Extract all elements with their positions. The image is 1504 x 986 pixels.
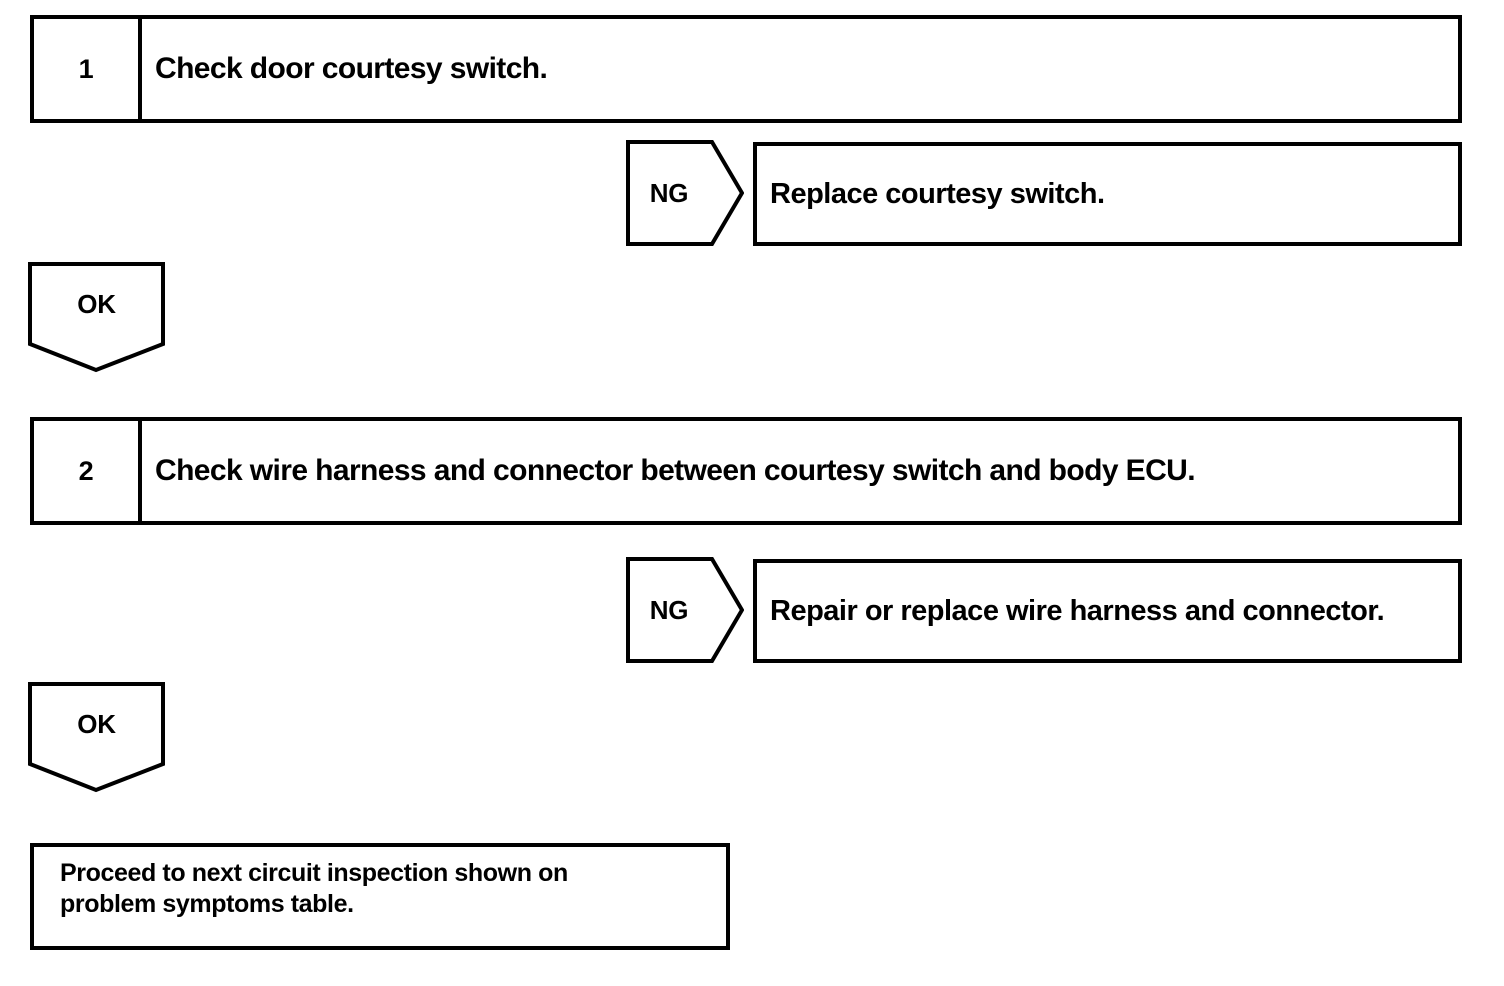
step-1-ng-label: NG [649, 177, 689, 208]
final-instruction-line-1: Proceed to next circuit inspection shown… [60, 859, 568, 887]
step-1-box: 1 Check door courtesy switch. [30, 15, 1462, 123]
ok-pentagon-icon [28, 262, 165, 373]
step-2-box: 2 Check wire harness and connector betwe… [30, 417, 1462, 525]
ng-pentagon-icon [626, 140, 744, 246]
step-1-ok-arrow: OK [28, 262, 165, 373]
step-2-ng-arrow: NG [626, 557, 744, 663]
final-instruction-line-2: problem symptoms table. [60, 890, 354, 918]
ng-pentagon-icon [626, 557, 744, 663]
step-2-number: 2 [34, 421, 142, 521]
step-1-ok-label: OK [77, 288, 116, 319]
step-1-number: 1 [34, 19, 142, 119]
step-2-ng-action-box: Repair or replace wire harness and conne… [753, 559, 1462, 663]
step-2-instruction: Check wire harness and connector between… [155, 454, 1196, 487]
step-2-ok-label: OK [77, 708, 116, 739]
step-2-ng-label: NG [649, 594, 689, 625]
step-1-ng-action-box: Replace courtesy switch. [753, 142, 1462, 246]
step-2-ok-arrow: OK [28, 682, 165, 793]
ok-pentagon-icon [28, 682, 165, 793]
step-1-ng-arrow: NG [626, 140, 744, 246]
final-instruction-box: Proceed to next circuit inspection shown… [30, 843, 730, 950]
step-1-instruction: Check door courtesy switch. [155, 52, 548, 85]
